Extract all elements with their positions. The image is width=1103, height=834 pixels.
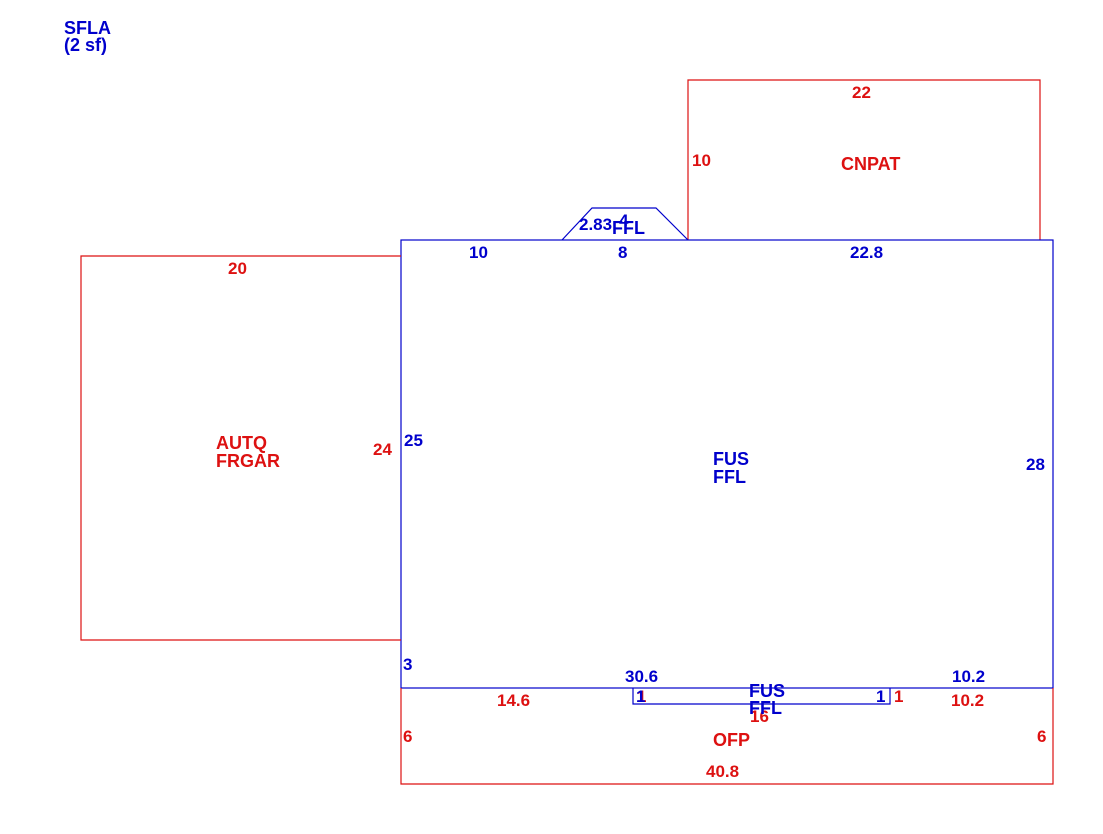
ofp-dim-left: 6	[403, 727, 412, 746]
ofp-label: OFP	[713, 730, 750, 750]
bay-dim-base: 8	[618, 243, 627, 262]
ofp-dim-top-left: 14.6	[497, 691, 530, 710]
garage-dim-top: 20	[228, 259, 247, 278]
ofp-dim-inner-left: 1	[637, 687, 646, 706]
ofp-dim-inner-right: 1	[894, 687, 903, 706]
bay-dim-top: 4	[619, 211, 629, 230]
main-dim-bottom-left: 30.6	[625, 667, 658, 686]
main-label-ffl: FFL	[713, 467, 746, 487]
inner-label-fus: FUS	[749, 681, 785, 701]
bay-label: FFL	[612, 218, 645, 238]
bay-dim-slant: 2.83	[579, 215, 612, 234]
cnpat-dim-top: 22	[852, 83, 871, 102]
garage-label-frgar: FRGAR	[216, 451, 280, 471]
cnpat-dim-left: 10	[692, 151, 711, 170]
inner-dim-right: 1	[876, 687, 885, 706]
legend-area: (2 sf)	[64, 35, 107, 55]
cnpat-label: CNPAT	[841, 154, 900, 174]
ofp-dim-right: 6	[1037, 727, 1046, 746]
inner-dim-left: 1	[636, 687, 645, 706]
inner-label-ffl: FFL	[749, 698, 782, 718]
main-dim-left: 25	[404, 431, 423, 450]
main-dim-right: 28	[1026, 455, 1045, 474]
main-dim-bottom-step: 3	[403, 655, 412, 674]
inner-dim-bottom: 16	[750, 707, 769, 726]
garage-dim-right: 24	[373, 440, 392, 459]
main-dim-top-right: 22.8	[850, 243, 883, 262]
inner-area-outline	[632, 688, 891, 705]
main-dim-bottom-right: 10.2	[952, 667, 985, 686]
legend-title: SFLA	[64, 18, 111, 38]
bay-outline	[561, 207, 689, 241]
ofp-outline	[400, 688, 1054, 785]
main-dim-top-left: 10	[469, 243, 488, 262]
main-area-outline	[400, 239, 1054, 689]
cnpat-outline	[687, 79, 1041, 240]
garage-label-autq: AUTQ	[216, 433, 267, 453]
ofp-dim-top-right: 10.2	[951, 691, 984, 710]
main-label-fus: FUS	[713, 449, 749, 469]
garage-outline	[80, 255, 401, 641]
ofp-dim-bottom: 40.8	[706, 762, 739, 781]
